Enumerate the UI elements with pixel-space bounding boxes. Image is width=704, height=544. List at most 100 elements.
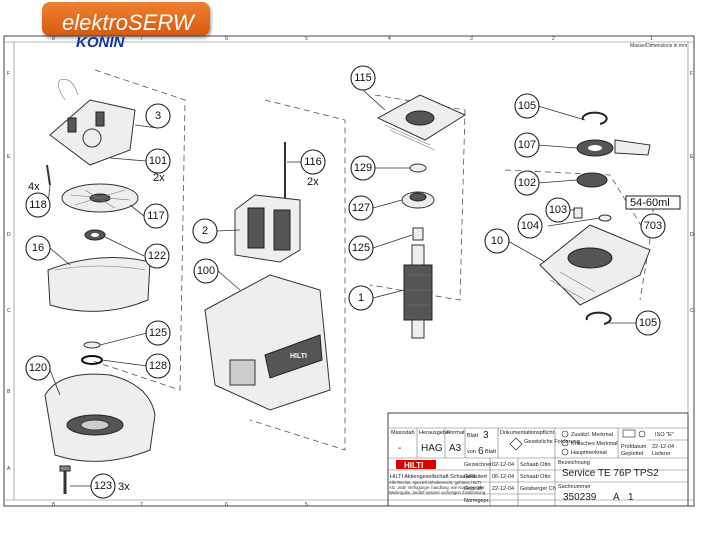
callout: 120 bbox=[25, 355, 51, 381]
part-104 bbox=[598, 214, 612, 222]
zone-num: 2 bbox=[552, 36, 555, 42]
brand-logo: elektroSERW bbox=[42, 2, 210, 36]
callout-label: 129 bbox=[354, 162, 372, 174]
callout: 104 bbox=[517, 213, 543, 239]
tb-normgepr: Normgepr. bbox=[464, 498, 490, 504]
bearing-102 bbox=[576, 172, 608, 188]
callout: 127 bbox=[348, 195, 374, 221]
tb-herausgeber-value: HAG bbox=[421, 443, 443, 454]
callout-label: 117 bbox=[147, 210, 165, 222]
circlip-105-bottom bbox=[585, 311, 612, 325]
zone-num: 8 bbox=[52, 502, 55, 508]
zone-num: 4 bbox=[388, 36, 391, 42]
tb-kritisch: Kritisches Merkmal bbox=[571, 441, 617, 447]
tb-blatt-label: Blatt bbox=[467, 433, 478, 439]
tb-geprueft: Geprüft bbox=[464, 486, 483, 492]
callout: 122 bbox=[144, 243, 170, 269]
tb-herausgeber-label: Herausgeber bbox=[419, 430, 451, 436]
callout: 128 bbox=[145, 353, 171, 379]
tb-date3: 22-12-04 bbox=[492, 486, 514, 492]
tb-gezeichnet: Gezeichnet bbox=[464, 462, 492, 468]
tb-geplottet-value: Lieferer bbox=[652, 451, 671, 457]
tb-blatt2-label: Blatt bbox=[485, 449, 496, 455]
tb-format-value: A3 bbox=[449, 443, 462, 454]
fan-117 bbox=[61, 183, 139, 213]
callout: 101 bbox=[145, 148, 171, 174]
callout-label: 101 bbox=[149, 155, 167, 167]
bearing-107 bbox=[576, 139, 651, 157]
qty-label: 4x bbox=[28, 181, 40, 193]
air-guide-16 bbox=[47, 257, 151, 312]
callout-label: 128 bbox=[149, 360, 167, 372]
callout-label: 16 bbox=[32, 242, 44, 254]
zone-letter: C bbox=[690, 308, 694, 314]
bearing-122 bbox=[84, 229, 106, 241]
zone-letter: D bbox=[7, 232, 11, 238]
washer-129 bbox=[409, 163, 427, 173]
callout-label: 115 bbox=[354, 72, 372, 84]
projection-circle-icon bbox=[638, 430, 646, 438]
haupt-circle-icon bbox=[561, 448, 569, 456]
screw-118 bbox=[46, 164, 51, 186]
callout: 703 bbox=[640, 213, 666, 239]
tb-pruefdatum-value: 22-12-04 bbox=[652, 444, 674, 450]
tb-name2: Schaab Otto bbox=[520, 474, 551, 480]
callout: 105 bbox=[635, 310, 661, 336]
zusatz-circle-icon bbox=[561, 430, 569, 438]
bearing-127 bbox=[401, 191, 435, 209]
svg-text:HILTI: HILTI bbox=[290, 353, 307, 360]
callout-label: 3 bbox=[155, 110, 161, 122]
tb-iso: ISO "E" bbox=[655, 432, 674, 438]
tb-name3: Geisberger Ch bbox=[520, 486, 556, 492]
tb-sach-value: 350239 bbox=[563, 492, 597, 503]
zone-letters: F E D C B A F E D C bbox=[7, 71, 694, 472]
cover-plate-115 bbox=[376, 94, 467, 151]
callout-label: 105 bbox=[518, 100, 536, 112]
callout: 103 bbox=[545, 197, 571, 223]
projection-icon bbox=[622, 429, 636, 438]
tb-bez-value: Service TE 76P TPS2 bbox=[562, 468, 659, 479]
brush-holder-assembly bbox=[49, 79, 136, 166]
end-housing-120 bbox=[44, 373, 156, 462]
o-ring-128 bbox=[81, 355, 103, 365]
callout-label: 103 bbox=[549, 204, 567, 216]
ring-125 bbox=[83, 341, 101, 349]
tb-sach-label: Sachnummer bbox=[558, 484, 591, 490]
tb-date1: 02-12-04 bbox=[492, 462, 514, 468]
callout-label: 2 bbox=[202, 225, 208, 237]
brand-text: elektroSERW bbox=[62, 10, 194, 35]
armature-1 bbox=[403, 244, 433, 339]
screw-123 bbox=[59, 465, 71, 494]
callout: 125 bbox=[348, 235, 374, 261]
zone-numbers-top: 8 7 6 5 4 3 2 1 bbox=[52, 36, 653, 42]
zone-letter: E bbox=[690, 154, 694, 160]
callout: 107 bbox=[514, 132, 540, 158]
callout-label: 10 bbox=[491, 235, 503, 247]
part-103 bbox=[573, 207, 583, 219]
tb-format-label: Format bbox=[447, 430, 465, 436]
tb-von-label: von bbox=[467, 449, 476, 455]
tb-zusatz: Zusätzl. Merkmal bbox=[571, 432, 613, 438]
qty-label: 2x bbox=[153, 172, 165, 184]
title-block: Massstab - Herausgeber HAG Format A3 Bla… bbox=[387, 412, 689, 507]
callout-label: 118 bbox=[29, 199, 47, 211]
callout-label: 116 bbox=[304, 156, 322, 168]
callout: 123 bbox=[90, 473, 116, 499]
zone-letter: B bbox=[7, 389, 11, 395]
grease-qty-label: 54-60ml bbox=[630, 197, 670, 209]
sheet-frame bbox=[3, 35, 695, 507]
callout-label: 125 bbox=[352, 242, 370, 254]
callout-label: 1 bbox=[358, 292, 364, 304]
zone-num: 7 bbox=[140, 502, 143, 508]
callout: 2 bbox=[192, 218, 218, 244]
tb-geaendert: Geändert bbox=[464, 474, 487, 480]
zone-num: 7 bbox=[140, 36, 143, 42]
dimensions-note: Masse/Dimensions in mm bbox=[630, 43, 687, 49]
tb-massstab-value: - bbox=[398, 443, 401, 454]
city-label: KONIN bbox=[76, 34, 125, 51]
zone-num: 6 bbox=[225, 36, 228, 42]
tb-geplottet-label: Geplottet bbox=[621, 451, 644, 457]
tb-haupt: Hauptmerkmal bbox=[571, 450, 607, 456]
zone-num: 6 bbox=[225, 502, 228, 508]
